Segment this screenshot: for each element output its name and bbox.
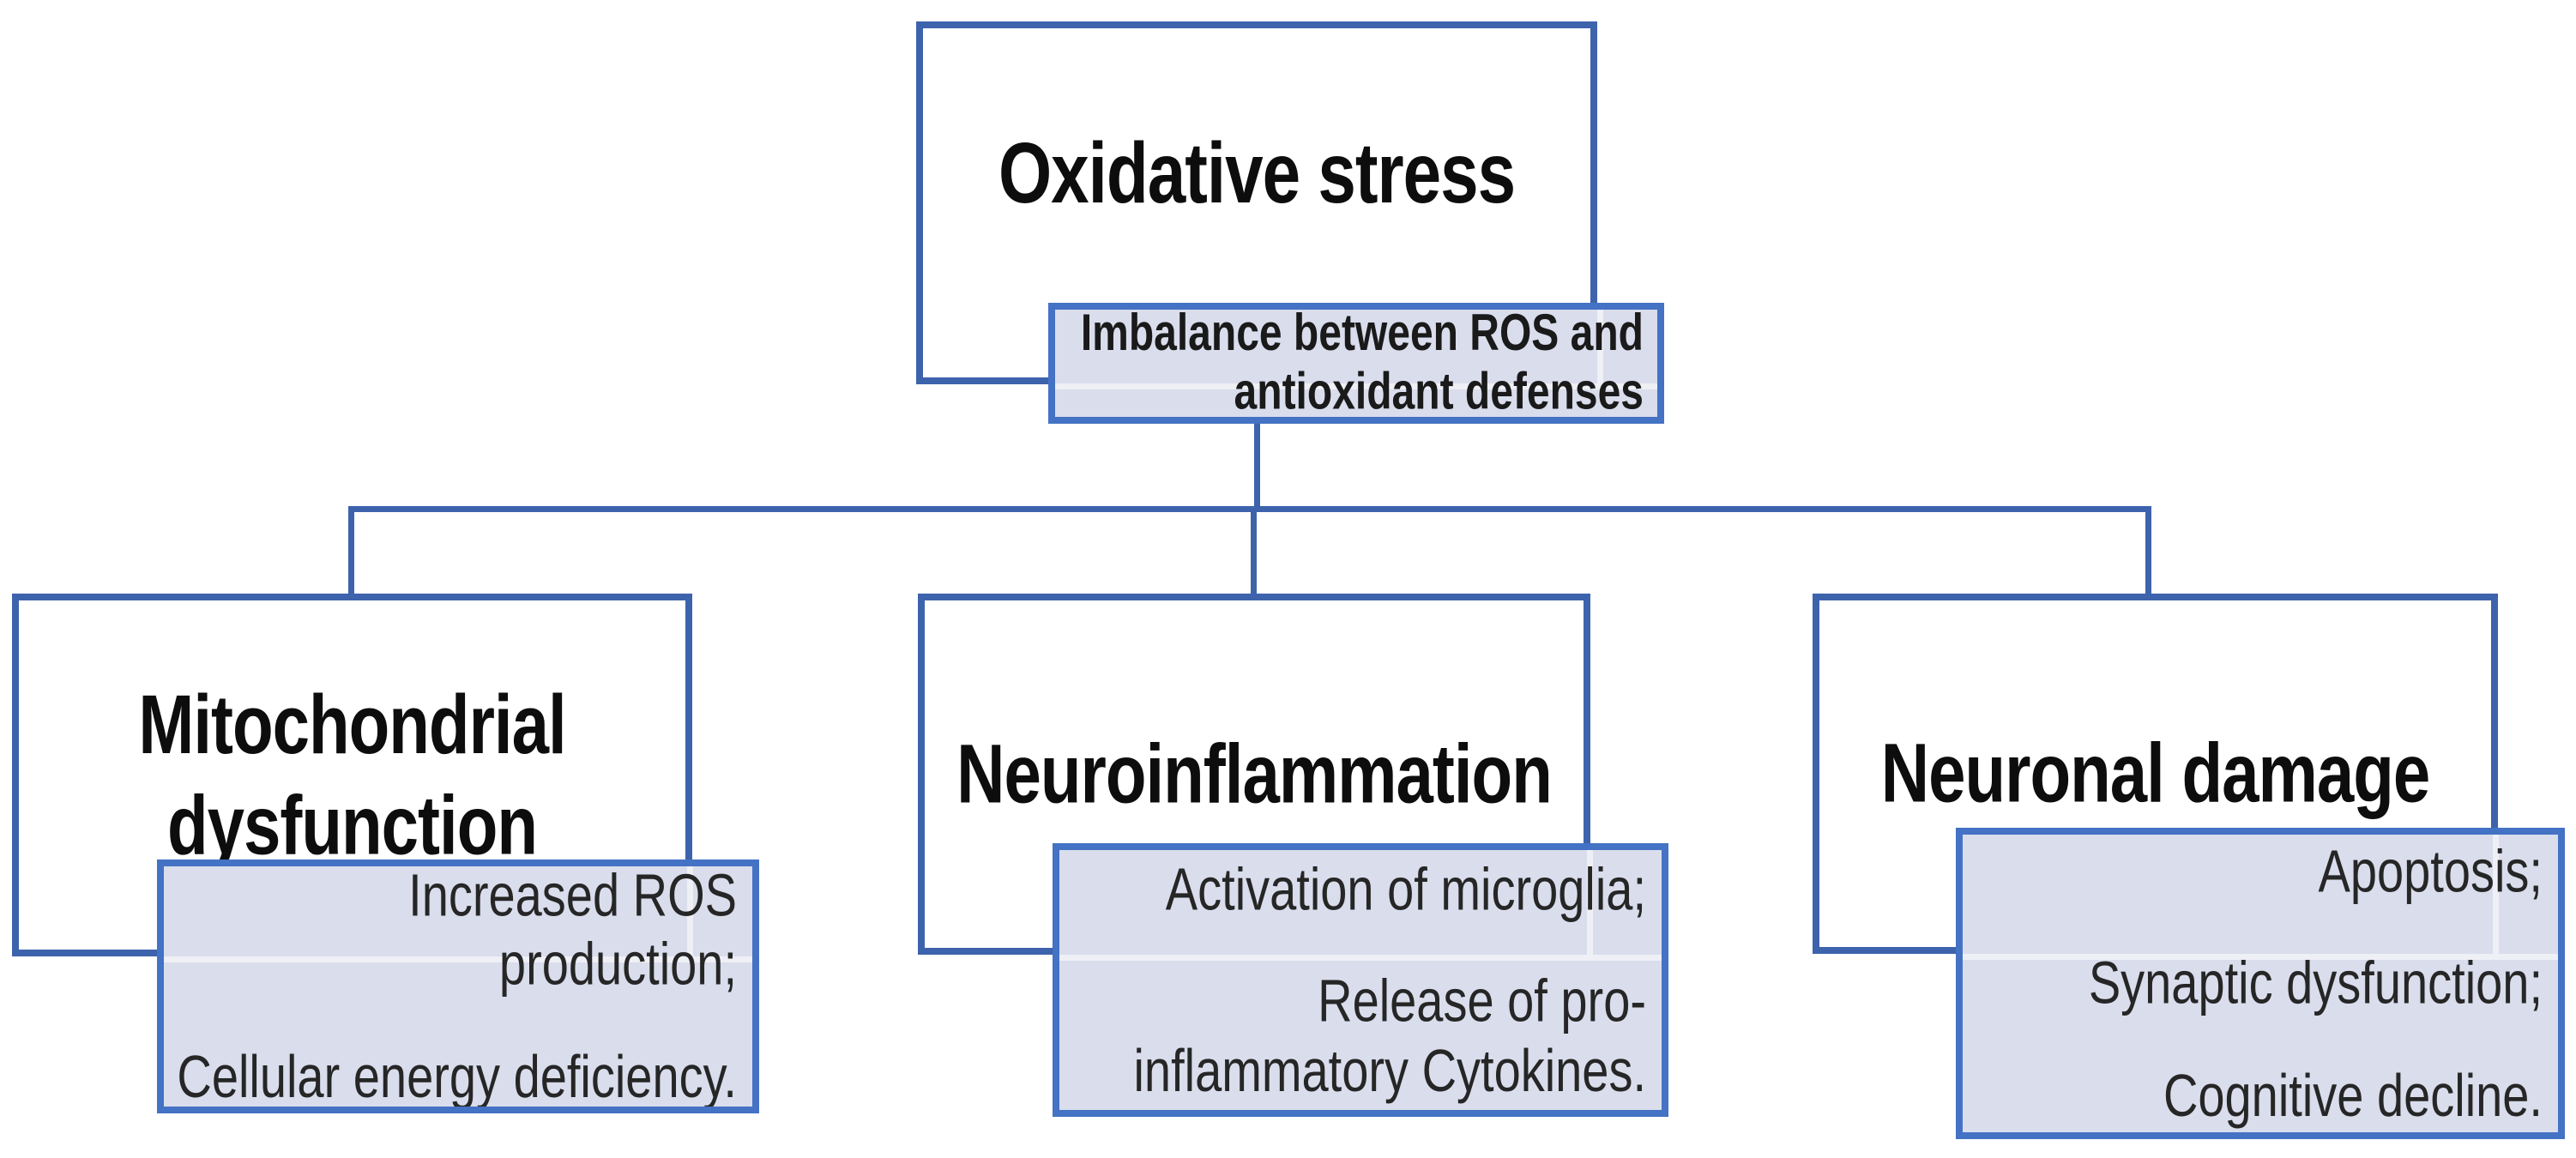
note-text-neuronal-damage: Apoptosis; Synaptic dysfunction; Cogniti… — [2088, 836, 2543, 1129]
connector-right-drop — [2145, 506, 2151, 597]
overlap-seam — [1587, 850, 1593, 955]
overlap-seam — [2493, 835, 2499, 954]
branch-title-neuroinflammation: Neuroinflammation — [956, 726, 1553, 821]
connector-horizontal — [348, 506, 2151, 512]
note-text-mitochondrial: Increased ROS production; Cellular energ… — [177, 861, 737, 1110]
root-note-box: Imbalance between ROS and antioxidant de… — [1048, 303, 1664, 424]
root-box-title: Oxidative stress — [998, 124, 1516, 220]
note-box-mitochondrial: Increased ROS production; Cellular energ… — [157, 859, 759, 1113]
overlap-seam — [164, 956, 752, 962]
connector-root-drop — [1254, 381, 1260, 511]
overlap-seam — [1055, 383, 1657, 389]
note-box-neuroinflammation: Activation of microglia; Release of pro-… — [1053, 843, 1668, 1117]
connector-left-drop — [348, 506, 354, 597]
connector-middle-drop — [1251, 506, 1257, 597]
overlap-seam — [1059, 955, 1662, 961]
overlap-seam — [687, 866, 693, 956]
overlap-seam — [1963, 954, 2558, 960]
root-note-text: Imbalance between ROS and antioxidant de… — [1080, 305, 1644, 421]
overlap-seam — [1597, 310, 1603, 383]
branch-title-mitochondrial-dysfunction: Mitochondrial dysfunction — [138, 677, 566, 872]
branch-title-neuronal-damage: Neuronal damage — [1880, 726, 2431, 821]
note-text-neuroinflammation: Activation of microglia; Release of pro-… — [1133, 854, 1646, 1104]
note-box-neuronal-damage: Apoptosis; Synaptic dysfunction; Cogniti… — [1956, 828, 2565, 1139]
